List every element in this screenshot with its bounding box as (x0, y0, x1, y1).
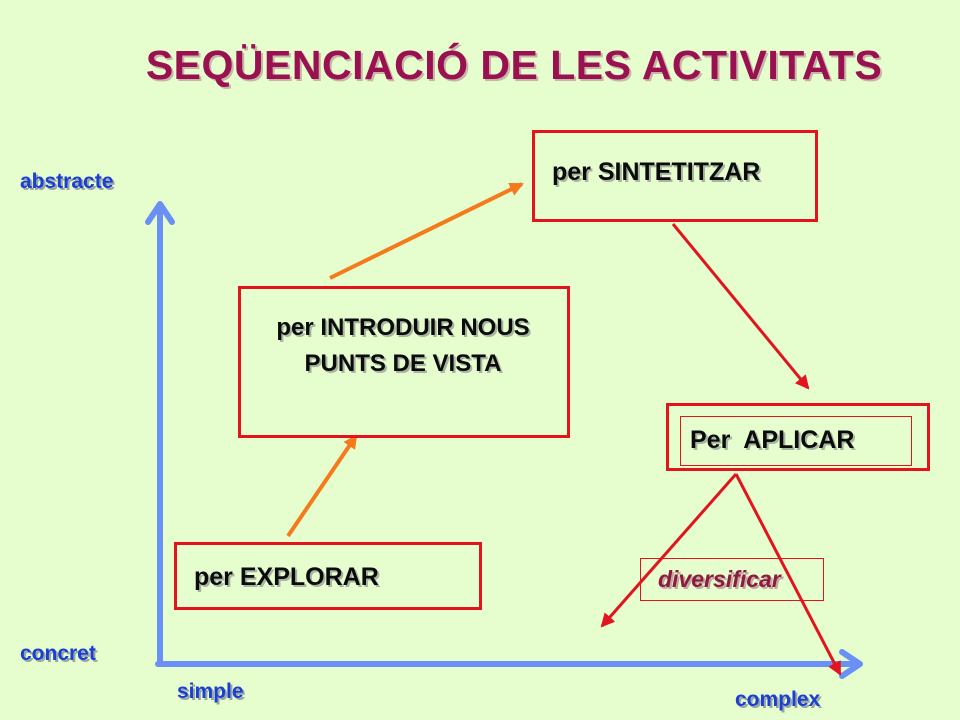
arrow-sintetitzar-to-aplicar (671, 223, 810, 390)
arrow-introduir-to-sintetitzar (329, 182, 524, 280)
box-sintetitzar-label: per SINTETITZAR (552, 158, 761, 186)
box-introduir (238, 286, 570, 438)
diversificar-label: diversificar (658, 566, 781, 592)
arrow-explorar-to-introduir (286, 434, 358, 538)
box-explorar (174, 542, 482, 610)
box-aplicar-label: Per APLICAR (690, 426, 855, 454)
box-sintetitzar (532, 130, 818, 222)
x-axis-left-label: simple (177, 680, 244, 703)
x-axis-arrow (155, 649, 863, 679)
diversificar-frame (640, 558, 824, 601)
arrow-aplicar-diversify-left (600, 473, 738, 628)
y-axis-top-label: abstracte (20, 170, 114, 193)
arrow-aplicar-diversify-right (734, 473, 842, 676)
diagram-title: SEQÜENCIACIÓ DE LES ACTIVITATS (145, 42, 883, 88)
box-aplicar-inner-frame (680, 416, 912, 466)
box-explorar-label: per EXPLORAR (194, 563, 379, 591)
box-introduir-label: per INTRODUIR NOUS PUNTS DE VISTA (276, 314, 530, 377)
y-axis-bottom-label: concret (20, 642, 96, 665)
box-aplicar (666, 403, 930, 471)
y-axis-arrow (145, 201, 175, 667)
x-axis-right-label: complex (735, 688, 821, 711)
